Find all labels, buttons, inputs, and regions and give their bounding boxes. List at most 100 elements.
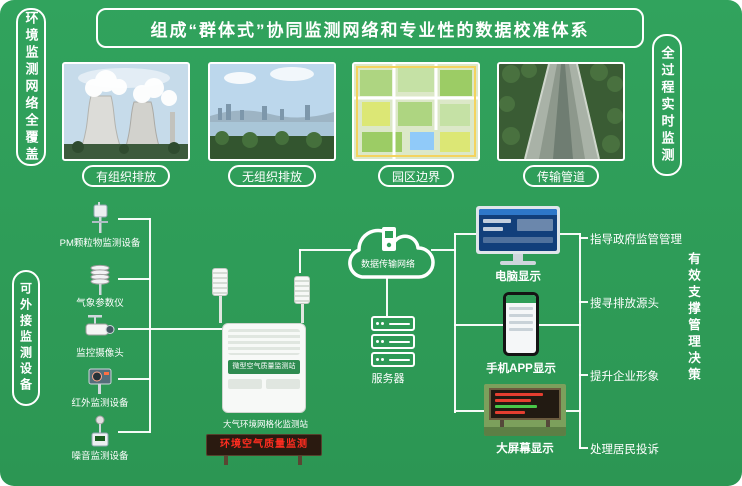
sensor-pole (219, 296, 222, 323)
connector-line (431, 249, 456, 251)
server-icon (371, 316, 415, 370)
cabinet-louver (228, 329, 300, 355)
led-screen-icon (484, 384, 566, 436)
computer-monitor-icon (476, 206, 560, 265)
cloud-label: 数据传输网络 (360, 259, 415, 269)
cctv-camera-icon (85, 315, 115, 336)
infrared-device-icon (88, 368, 112, 394)
led-leg (500, 420, 504, 429)
device-item-infrared: 红外监测设备 (58, 362, 142, 410)
connector-line (579, 237, 588, 239)
smartphone-icon (503, 292, 539, 356)
device-item-weather: 气象参数仪 (58, 262, 142, 310)
server-row (371, 352, 415, 367)
led-panel-leg (298, 456, 302, 465)
display-label-phone: 手机APP显示 (486, 363, 556, 375)
drainage-channel-photo (499, 64, 623, 159)
source-label-boundary: 园区边界 (377, 165, 454, 187)
benefit-item: 搜寻排放源头 (590, 298, 659, 310)
connector-line (118, 431, 150, 433)
device-label: 噪音监测设备 (71, 451, 129, 462)
side-label-coverage-text: 环境监测网络全覆盖 (23, 10, 39, 164)
phone-screen (506, 295, 536, 353)
source-label-text: 有组织排放 (95, 169, 156, 184)
sensor-pod-icon (212, 268, 228, 296)
weather-station-icon (90, 264, 110, 295)
connector-line (560, 233, 581, 235)
photo-card-fugitive-emission (208, 62, 336, 161)
connector-line (118, 218, 150, 220)
pm-sensor-icon (92, 202, 108, 233)
device-label: 气象参数仪 (76, 298, 124, 309)
connector-line (566, 410, 581, 412)
side-label-external-devices: 可外接监测设备 (12, 270, 40, 406)
led-leg (546, 420, 550, 429)
connector-line (299, 249, 351, 251)
station-led-panel: 环境空气质量监测 (206, 434, 322, 456)
monitor-stand (513, 254, 523, 261)
side-label-realtime-text: 全过程实时监测 (659, 45, 675, 165)
sensor-pod-icon (294, 276, 310, 304)
riverside-city-photo (210, 64, 334, 159)
source-pill-wrap: 有组织排放 (62, 165, 190, 187)
server-row (371, 334, 415, 349)
device-label: PM颗粒物监测设备 (59, 238, 141, 249)
benefit-item: 处理居民投诉 (590, 444, 659, 456)
noise-monitor-icon (91, 415, 109, 447)
display-label-bigscreen: 大屏幕显示 (496, 443, 554, 455)
connector-line (118, 278, 150, 280)
device-label: 红外监测设备 (71, 398, 129, 409)
connector-line (149, 328, 224, 330)
connector-line (454, 324, 503, 326)
led-board (489, 388, 561, 420)
monitor-base (500, 261, 536, 265)
connector-line (579, 233, 581, 449)
connector-line (149, 218, 151, 433)
connector-line (118, 328, 150, 330)
side-label-coverage: 环境监测网络全覆盖 (16, 8, 46, 166)
device-item-pm: PM颗粒物监测设备 (58, 202, 142, 250)
photo-card-pipeline (497, 62, 625, 161)
source-label-fugitive: 无组织排放 (227, 165, 316, 187)
connector-line (386, 278, 388, 316)
connector-line (454, 233, 456, 413)
connector-line (454, 410, 485, 412)
sensor-pole (301, 304, 304, 323)
connector-line (299, 249, 301, 273)
industrial-park-map (354, 64, 478, 159)
connector-line (118, 378, 150, 380)
station-caption: 大气环境网格化监测站 (222, 419, 308, 429)
connector-line (579, 374, 588, 376)
display-label-computer: 电脑显示 (495, 271, 541, 283)
photo-card-organized-emission (62, 62, 190, 161)
cooling-towers-photo (64, 64, 188, 159)
benefit-item: 指导政府监管管理 (590, 234, 682, 246)
connector-line (579, 447, 588, 449)
source-label-text: 无组织排放 (241, 169, 302, 184)
connector-line (539, 324, 581, 326)
station-screen-text: 微型空气质量监测站 (228, 360, 300, 375)
source-label-text: 传输管道 (536, 169, 585, 184)
server-label: 服务器 (371, 373, 405, 385)
cloud-icon (348, 227, 435, 279)
monitor-frame (476, 206, 560, 254)
side-label-realtime: 全过程实时监测 (652, 34, 682, 176)
side-label-external-devices-text: 可外接监测设备 (18, 282, 33, 394)
photo-card-park-boundary (352, 62, 480, 161)
micro-monitoring-station: 微型空气质量监测站 大气环境网格化监测站 环境空气质量监测 (198, 268, 333, 478)
led-grass (484, 427, 566, 436)
page-title: 组成“群体式”协同监测网络和专业性的数据校准体系 (96, 8, 644, 48)
cabinet-vents (228, 379, 300, 390)
station-cabinet: 微型空气质量监测站 (222, 323, 306, 413)
connector-line (454, 233, 478, 235)
source-label-organized: 有组织排放 (81, 165, 170, 187)
server-row (371, 316, 415, 331)
led-panel-leg (224, 456, 228, 465)
device-item-camera: 监控摄像头 (58, 312, 142, 360)
source-pill-wrap: 传输管道 (497, 165, 625, 187)
data-cloud: 数据传输网络 (338, 215, 438, 290)
source-pill-wrap: 园区边界 (352, 165, 480, 187)
monitor-dashboard (479, 209, 557, 251)
page-title-text: 组成“群体式”协同监测网络和专业性的数据校准体系 (150, 20, 590, 40)
